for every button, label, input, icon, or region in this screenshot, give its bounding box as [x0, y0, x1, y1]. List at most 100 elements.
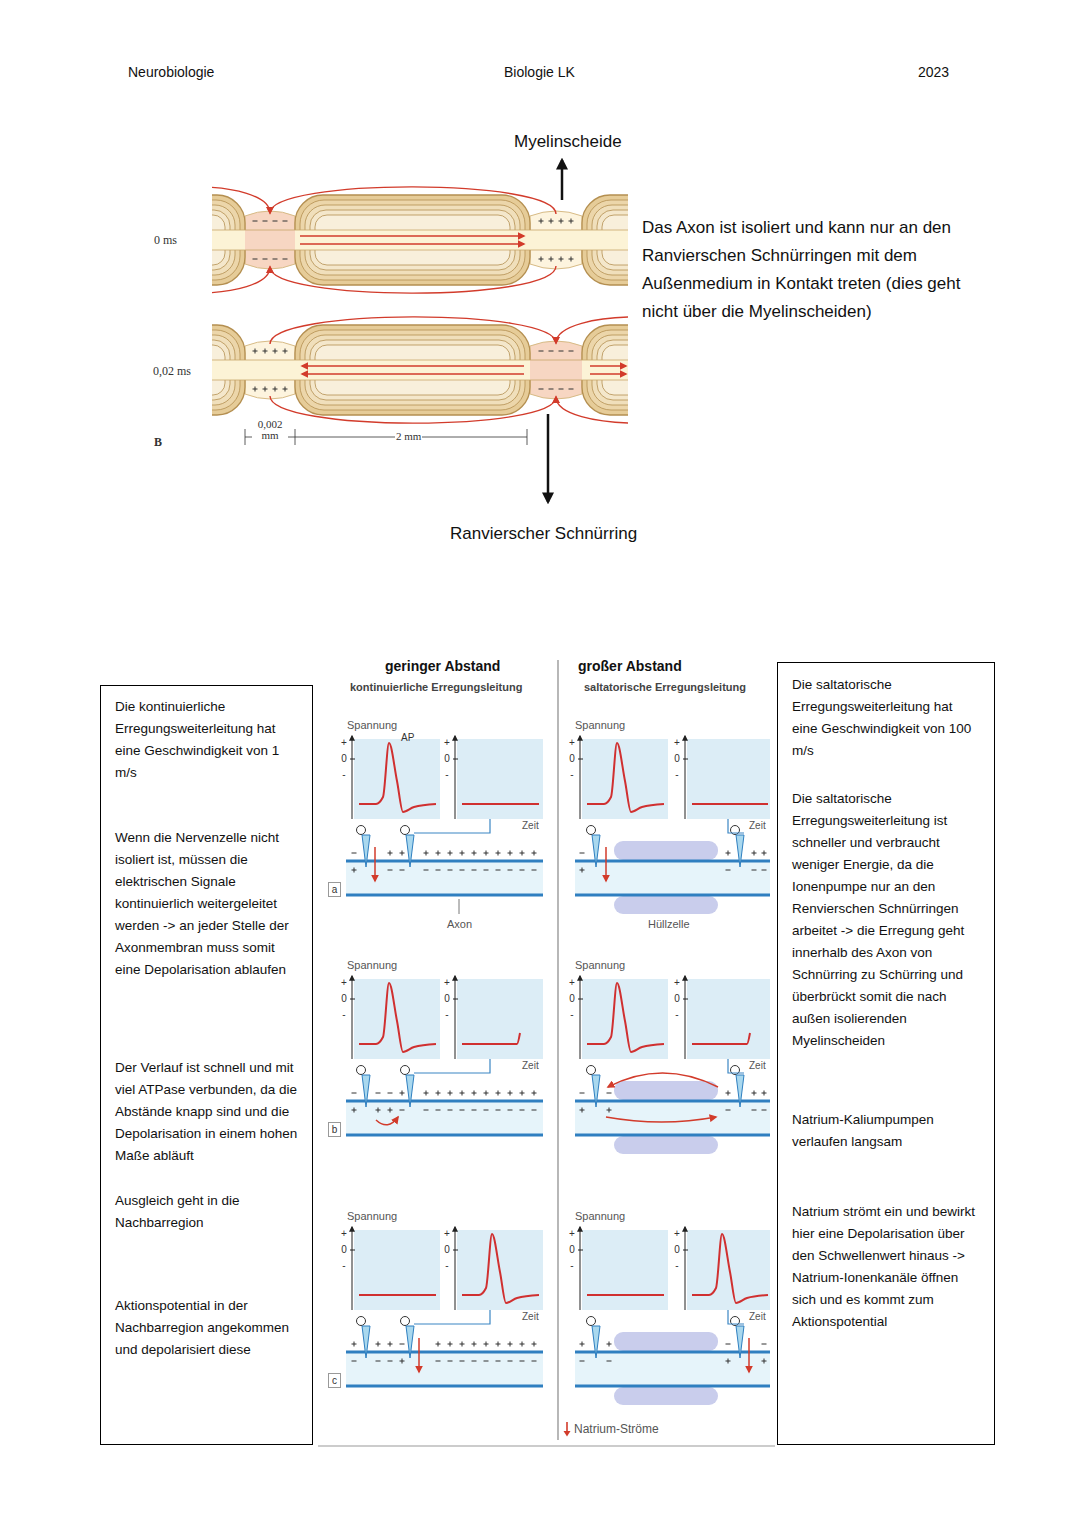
column-subheading: saltatorische Erregungsleitung	[584, 681, 746, 694]
axis-title: Spannung	[575, 1210, 625, 1223]
myelinated-axon-figure	[120, 160, 720, 502]
electrode-wire	[414, 1310, 490, 1324]
axis-tick	[683, 759, 688, 760]
voltage-axis	[352, 736, 353, 819]
plus-charge	[388, 1342, 393, 1347]
axis-tick-label: +	[443, 1228, 451, 1240]
voltage-axis	[685, 736, 686, 819]
axis-tick-label: -	[340, 1009, 348, 1021]
plus-charge	[484, 1091, 489, 1096]
plus-charge	[508, 1091, 513, 1096]
minus-charge	[539, 351, 544, 352]
axis-tick-label: -	[443, 1260, 451, 1272]
electrode	[362, 835, 370, 867]
plus-charge	[726, 851, 731, 856]
axon-core	[212, 230, 628, 250]
plus-charge	[388, 851, 393, 856]
axon-interior	[575, 1101, 770, 1134]
axis-tick-label: +	[673, 977, 681, 989]
axon-membrane	[212, 230, 628, 250]
part-name: Ranvierscher Schnürring	[450, 524, 637, 544]
panel-letter: a	[329, 884, 340, 896]
current-arrow	[590, 373, 626, 374]
plus-charge	[460, 1342, 465, 1347]
voltage-trace	[692, 803, 768, 805]
sodium-current	[374, 847, 376, 881]
graph-background	[582, 1230, 668, 1310]
current-arrow	[556, 396, 628, 423]
axis-tick	[683, 1250, 688, 1251]
current-arrow	[606, 1117, 716, 1122]
axis-tick	[350, 1250, 355, 1251]
legend-arrowhead	[564, 1431, 571, 1437]
graph-background	[457, 979, 543, 1059]
plus-charge	[376, 1108, 381, 1113]
minus-charge	[569, 351, 574, 352]
axon-row	[212, 317, 628, 423]
conduction-figure	[318, 660, 775, 1446]
current-arrow	[376, 1117, 398, 1125]
minus-charge	[752, 1110, 757, 1111]
current-arrow	[270, 317, 556, 344]
axis-tick	[350, 999, 355, 1000]
column-heading: geringer Abstand	[385, 658, 500, 675]
axis-tick-label: +	[673, 1228, 681, 1240]
schwann-cell	[614, 841, 718, 860]
axon-membrane	[575, 1352, 770, 1386]
plus-charge	[448, 1342, 453, 1347]
plus-charge	[388, 1108, 393, 1113]
ranvier-node	[245, 211, 295, 269]
axis-tick-label: 0	[340, 753, 348, 765]
minus-charge	[460, 1110, 465, 1111]
electrode	[406, 835, 414, 867]
electrode-head	[587, 1317, 596, 1326]
voltage-trace	[359, 983, 436, 1052]
voltage-axis	[580, 1227, 581, 1310]
electrode-wire	[728, 1059, 744, 1073]
minus-charge	[352, 1093, 357, 1094]
plus-charge	[273, 387, 278, 392]
column-heading: großer Abstand	[578, 658, 682, 675]
minus-charge	[508, 870, 513, 871]
axon-interior	[346, 1101, 543, 1134]
minus-charge	[388, 870, 393, 871]
current-arrow	[608, 1073, 718, 1087]
minus-charge	[532, 870, 537, 871]
minus-charge	[762, 1110, 767, 1111]
plus-charge	[726, 1091, 731, 1096]
plus-charge	[424, 851, 429, 856]
note-text: Natrium-Kaliumpumpen verlaufen langsam	[792, 1109, 980, 1153]
electrode	[736, 835, 744, 867]
schwann-cell	[614, 1332, 718, 1351]
axon-interior	[575, 1352, 770, 1385]
minus-charge	[436, 1110, 441, 1111]
axis-tick-label: -	[443, 1009, 451, 1021]
plus-charge	[569, 257, 574, 262]
minus-charge	[352, 1361, 357, 1362]
minus-charge	[352, 853, 357, 854]
minus-charge	[520, 1361, 525, 1362]
electrode-wire	[728, 1310, 744, 1324]
axis-tick-label: -	[340, 769, 348, 781]
voltage-trace	[462, 1033, 520, 1044]
electrode	[736, 1075, 744, 1107]
minus-charge	[263, 259, 268, 260]
graph-background	[687, 1230, 770, 1310]
axis-tick	[453, 759, 458, 760]
voltage-trace	[462, 803, 539, 805]
minus-charge	[559, 351, 564, 352]
plus-charge	[762, 1091, 767, 1096]
plus-charge	[520, 1091, 525, 1096]
header-text: 2023	[918, 64, 949, 81]
axis-tick-label: 0	[340, 1244, 348, 1256]
time-label: 0 ms	[154, 233, 177, 247]
axis-tick-label: +	[340, 1228, 348, 1240]
note-text: Die kontinuierliche Erregungsweiterleitu…	[115, 696, 298, 784]
minus-charge	[726, 1344, 731, 1345]
axis-title: Zeit	[522, 820, 539, 832]
sodium-current	[418, 1338, 420, 1372]
axis-title: Zeit	[749, 820, 766, 832]
minus-charge	[448, 870, 453, 871]
axis-tick-label: -	[568, 1260, 576, 1272]
